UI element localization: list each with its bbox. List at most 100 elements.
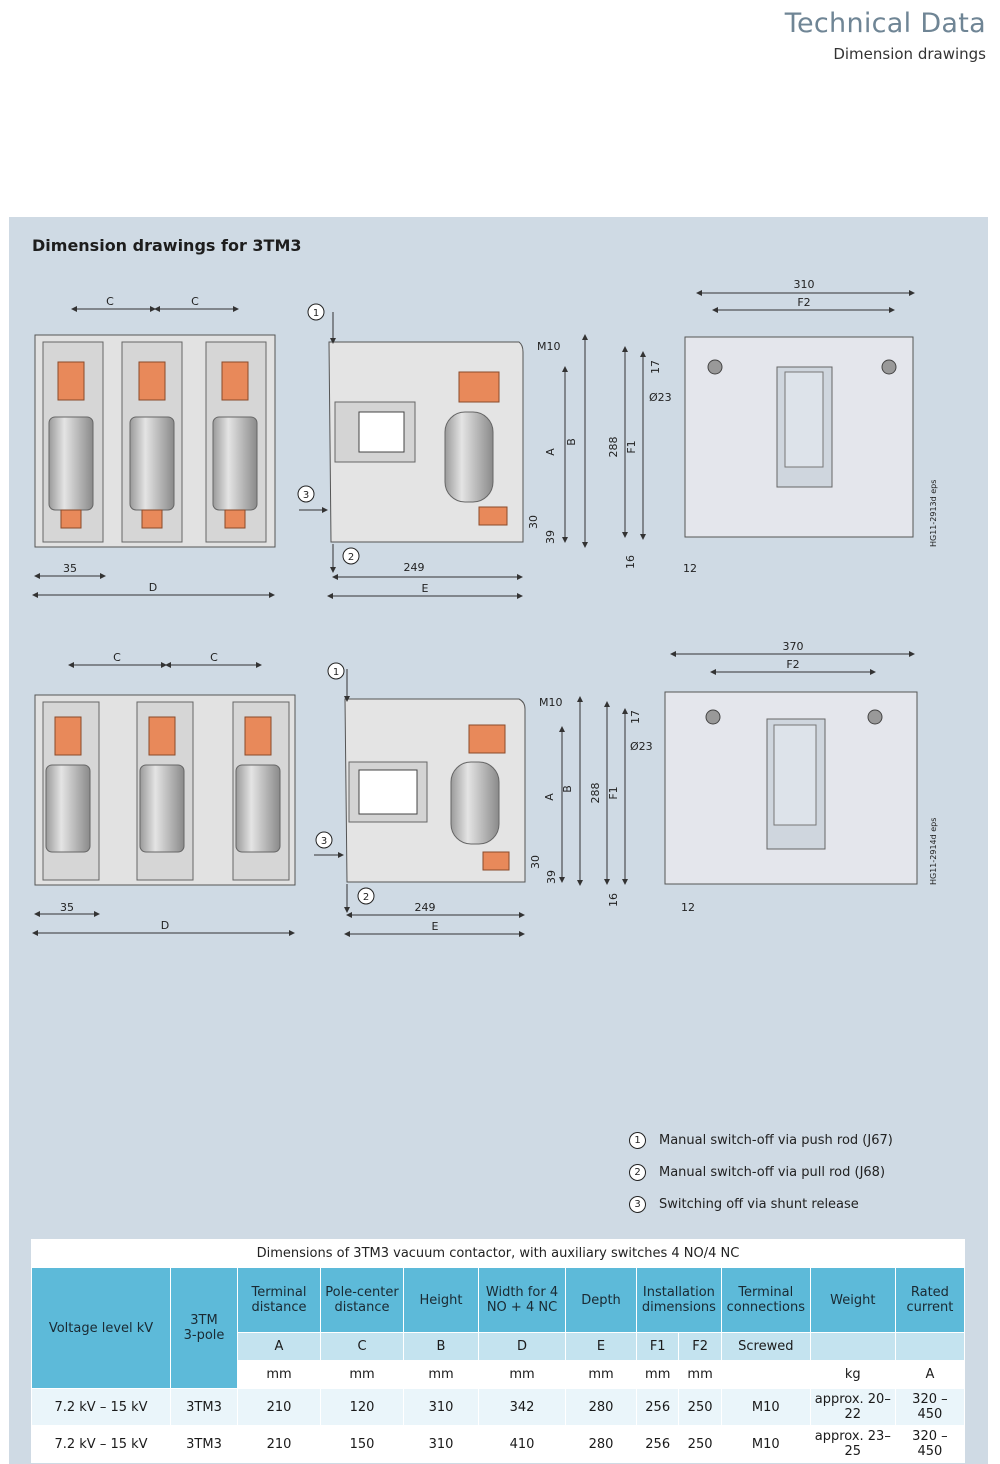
dim-m10: M10 (537, 340, 561, 353)
back-view-top: 310 F2 288 F1 17 Ø23 16 12 HG11-2913d ep… (607, 278, 938, 575)
front-view-top: C C 35 D (32, 295, 276, 598)
cell-a: 210 (237, 1425, 321, 1463)
dim-35: 35 (63, 562, 77, 575)
dim-a: A (544, 448, 557, 456)
dim-249-b: 249 (415, 901, 436, 914)
marker-1: 1 (313, 308, 319, 319)
dim-39: 39 (544, 530, 557, 544)
letter-cell: F1 (635, 1332, 680, 1361)
letter-cell (894, 1332, 966, 1361)
dim-12-b: 12 (681, 901, 695, 914)
cell-current: 320 – 450 (894, 1388, 966, 1426)
cell-c: 120 (320, 1388, 404, 1426)
letter-cell: D (478, 1332, 566, 1361)
cell-f2: 250 (678, 1388, 722, 1426)
unit-cell: mm (237, 1360, 321, 1389)
cell-d: 410 (478, 1425, 566, 1463)
cell-a: 210 (237, 1388, 321, 1426)
header-weight: Weight (809, 1267, 896, 1333)
dim-d: D (149, 581, 157, 594)
cell-f2: 250 (678, 1425, 722, 1463)
header-terminal-connections: Terminal connections (720, 1267, 811, 1333)
unit-cell (720, 1360, 811, 1389)
unit-cell: mm (565, 1360, 637, 1389)
dim-d23: Ø23 (649, 391, 672, 404)
dim-a-b: A (543, 793, 556, 801)
marker-2: 2 (348, 552, 354, 563)
dim-249: 249 (404, 561, 425, 574)
dim-f1-b: F1 (607, 786, 620, 799)
dim-f2-top: F2 (797, 296, 810, 309)
ref-code-2: HG11-2914d eps (929, 818, 938, 885)
unit-cell: A (894, 1360, 966, 1389)
unit-cell: mm (678, 1360, 722, 1389)
dim-m10-b: M10 (539, 696, 563, 709)
dim-b-b: B (561, 785, 574, 793)
legend-number: 1 (629, 1131, 646, 1149)
header-terminal-distance: Terminal distance (237, 1267, 321, 1333)
marker-3-b: 3 (321, 836, 327, 847)
cell-b: 310 (403, 1388, 479, 1426)
dim-f1: F1 (625, 440, 638, 453)
dim-288: 288 (607, 437, 620, 458)
dim-17-b: 17 (629, 710, 642, 724)
header-width: Width for 4 NO + 4 NC (478, 1267, 566, 1333)
legend-item: 2 Manual switch-off via pull rod (J68) (629, 1156, 893, 1188)
page-title: Technical Data (784, 8, 986, 39)
dim-16: 16 (624, 555, 637, 569)
dim-d23-b: Ø23 (630, 740, 653, 753)
marker-3: 3 (303, 490, 309, 501)
cell-type: 3TM3 (170, 1388, 238, 1426)
side-view-top: 1 2 3 M10 A B 30 39 249 E (297, 303, 588, 599)
dim-e: E (422, 582, 429, 595)
front-view-bottom: C C 35 D (32, 651, 296, 936)
page-subtitle: Dimension drawings (833, 45, 986, 63)
marker-2-b: 2 (363, 892, 369, 903)
header-installation: Installation dimensions (636, 1267, 722, 1333)
table-caption: Dimensions of 3TM3 vacuum contactor, wit… (31, 1239, 965, 1268)
header-pole-center: Pole-center distance (320, 1267, 404, 1333)
dim-39-b: 39 (545, 870, 558, 884)
dim-e-b: E (432, 920, 439, 933)
cell-type: 3TM3 (170, 1425, 238, 1463)
dim-12: 12 (683, 562, 697, 575)
legend-item: 1 Manual switch-off via push rod (J67) (629, 1124, 893, 1156)
cell-d: 342 (478, 1388, 566, 1426)
cell-voltage: 7.2 kV – 15 kV (31, 1388, 171, 1426)
dim-c-1: C (106, 295, 114, 308)
cell-current: 320 – 450 (894, 1425, 966, 1463)
ref-code-1: HG11-2913d eps (929, 480, 938, 547)
table-row: 7.2 kV – 15 kV 3TM3 210 120 310 342 280 … (31, 1388, 966, 1426)
dim-35-b: 35 (60, 901, 74, 914)
letter-cell: E (565, 1332, 637, 1361)
cell-e: 280 (565, 1425, 637, 1463)
letter-cell: A (237, 1332, 321, 1361)
header-voltage: Voltage level kV (31, 1267, 171, 1389)
letter-cell: Screwed (720, 1332, 811, 1361)
legend-text: Switching off via shunt release (659, 1196, 859, 1212)
dim-c-3: C (113, 651, 121, 664)
unit-cell: mm (635, 1360, 680, 1389)
header-rated-current: Rated current (894, 1267, 966, 1333)
letter-cell: C (320, 1332, 404, 1361)
dimension-drawings: C C 35 D 1 2 3 M10 A B 30 3 (32, 278, 938, 937)
dim-f2-bottom: F2 (786, 658, 799, 671)
dimension-panel: Dimension drawings for 3TM3 (9, 217, 988, 1464)
letter-cell: F2 (678, 1332, 722, 1361)
legend: 1 Manual switch-off via push rod (J67) 2… (629, 1124, 893, 1220)
unit-cell: kg (809, 1360, 896, 1389)
cell-f1: 256 (635, 1388, 680, 1426)
cell-f1: 256 (635, 1425, 680, 1463)
header-depth: Depth (565, 1267, 637, 1333)
legend-text: Manual switch-off via push rod (J67) (659, 1132, 893, 1148)
cell-weight: approx. 23–25 (809, 1425, 896, 1463)
legend-number: 3 (629, 1195, 646, 1213)
dim-310: 310 (794, 278, 815, 291)
dim-30: 30 (527, 515, 540, 529)
cell-connections: M10 (720, 1388, 811, 1426)
table-row: 7.2 kV – 15 kV 3TM3 210 150 310 410 280 … (31, 1425, 966, 1463)
header-type: 3TM 3-pole (170, 1267, 238, 1389)
header-height: Height (403, 1267, 479, 1333)
dim-370: 370 (783, 640, 804, 653)
dim-b: B (565, 438, 578, 446)
